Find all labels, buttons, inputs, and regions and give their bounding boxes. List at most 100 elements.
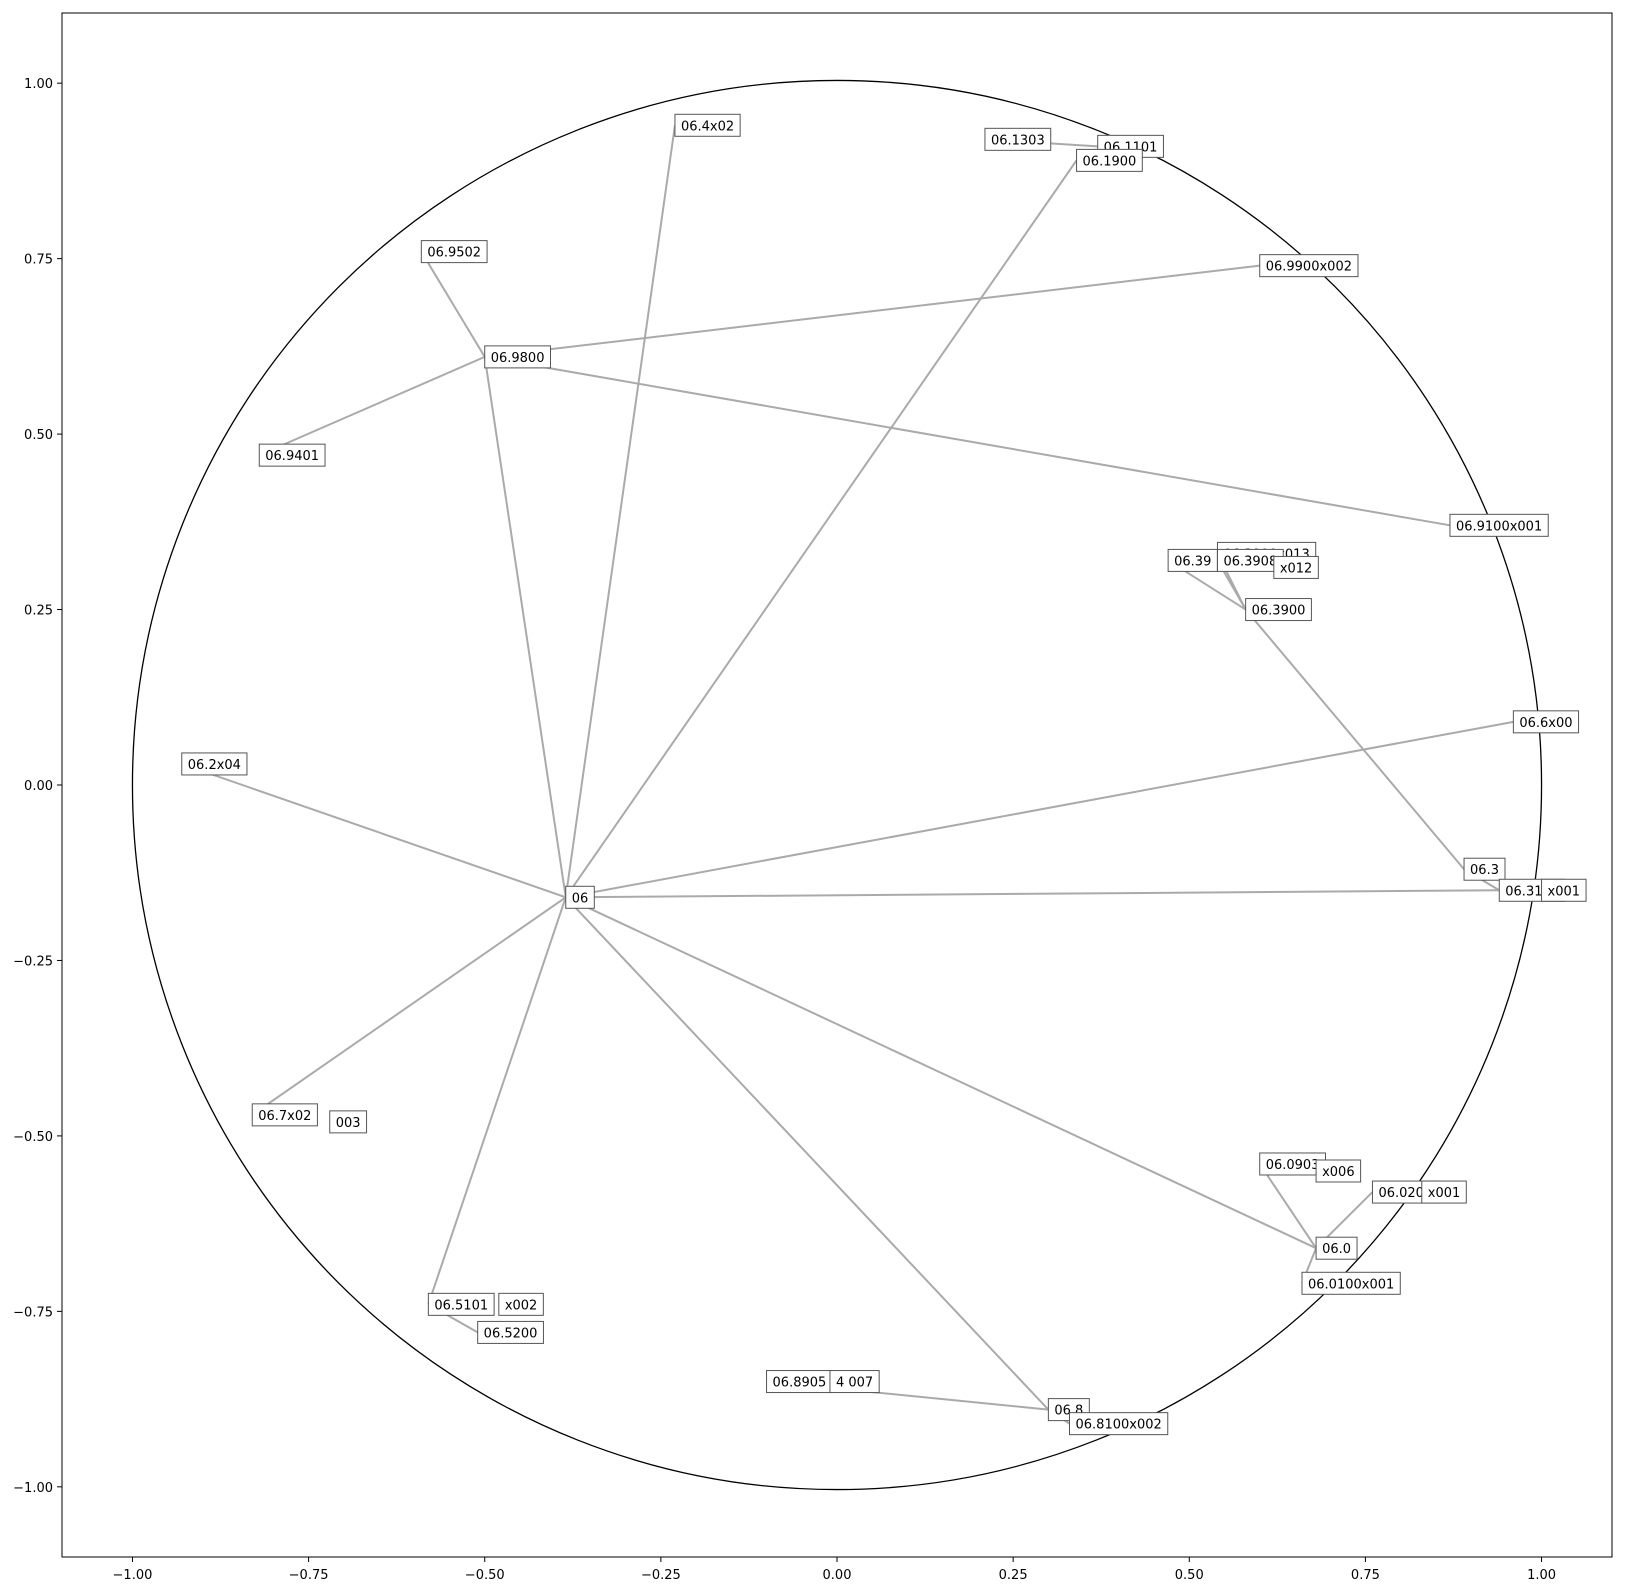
edge-line <box>427 896 567 1305</box>
edge-line <box>564 159 1078 898</box>
x-tick-label: −0.75 <box>289 1568 329 1583</box>
node-label: 06.2x04 <box>188 758 241 773</box>
node-box <box>1245 598 1312 622</box>
node-label: 06.6x00 <box>1519 716 1572 731</box>
node-label-box: 06.8100x002 <box>1069 1412 1169 1436</box>
node-label-box: 06.9900x002 <box>1259 254 1359 278</box>
node-label-box: 06.5101 <box>427 1292 495 1316</box>
node-box <box>1541 878 1587 902</box>
x-axis: −1.00 −0.75 −0.50 −0.25 0.00 0.25 0.50 0.75 1.00 <box>113 1557 1556 1583</box>
node-label: 06.7x02 <box>258 1109 311 1124</box>
node-box <box>1069 1412 1169 1436</box>
node-label-box: 06.2x04 <box>181 752 248 776</box>
node-label: 06.8100x002 <box>1076 1418 1162 1433</box>
unit-circle <box>131 79 1543 1491</box>
node-box <box>1421 1180 1467 1204</box>
node-label: 06 <box>572 891 589 906</box>
y-tick-label: −1.00 <box>13 1481 53 1496</box>
edge-line <box>565 896 1317 1250</box>
y-tick-label: 0.50 <box>24 428 53 443</box>
edge-line <box>564 125 676 898</box>
y-axis: 1.000.750.500.250.00−0.25−0.50−0.75−1.00 <box>13 77 62 1496</box>
node-box <box>1315 1236 1358 1260</box>
node-box <box>1512 710 1580 734</box>
node-label: 06.1900 <box>1083 154 1137 169</box>
node-label-box: x012 <box>1273 555 1319 579</box>
node-box <box>1167 548 1218 572</box>
node-box <box>258 443 326 467</box>
node-label: x001 <box>1428 1186 1461 1201</box>
y-tick-label: −0.75 <box>13 1305 53 1320</box>
node-box <box>427 1292 495 1316</box>
x-tick-label: −0.50 <box>465 1568 505 1583</box>
node-box <box>477 1320 544 1344</box>
node-box <box>1076 148 1143 172</box>
node-box <box>484 345 551 369</box>
edge-line <box>258 355 486 457</box>
x-tick-label: −0.25 <box>641 1568 681 1583</box>
edge-line <box>181 763 567 899</box>
node-label-box: 06.3 <box>1463 857 1506 881</box>
node-label: 06.9800 <box>491 351 545 366</box>
node-label-box: 06.5200 <box>477 1320 544 1344</box>
edge-line <box>1258 1163 1317 1249</box>
node-label-box: 06 <box>565 885 595 909</box>
node-box <box>420 240 488 264</box>
node-label: 06.39 <box>1174 554 1211 569</box>
node-label: 06.4x02 <box>681 119 734 134</box>
node-box <box>984 127 1052 151</box>
node-label: x006 <box>1322 1165 1355 1180</box>
node-label-box: x002 <box>498 1292 544 1316</box>
x-tick-label: 0.25 <box>999 1568 1028 1583</box>
node-label: x002 <box>505 1298 538 1313</box>
node-label: 06.9100x001 <box>1456 519 1542 534</box>
node-label: 06.0201 <box>1378 1186 1432 1201</box>
node-label-box: 06.9502 <box>420 240 488 264</box>
node-box <box>1315 1159 1362 1183</box>
x-tick-label: 0.00 <box>823 1568 852 1583</box>
node-label-box: 06.3908 <box>1216 548 1284 572</box>
node-label: 06.9401 <box>265 449 319 464</box>
x-tick-label: 0.50 <box>1175 1568 1204 1583</box>
edge-line <box>484 264 1260 358</box>
node-label: 06.0 <box>1322 1242 1351 1257</box>
node-box <box>829 1370 880 1394</box>
node-label-box: x006 <box>1315 1159 1362 1183</box>
x-tick-label: −1.00 <box>113 1568 153 1583</box>
node-label: 06.1303 <box>991 133 1045 148</box>
node-label-box: 06.8905 <box>766 1370 833 1394</box>
node-label: 06.0903 <box>1266 1158 1320 1173</box>
node-box <box>565 885 595 909</box>
node-label: 06.9900x002 <box>1266 260 1352 275</box>
node-label: 06.3 <box>1470 863 1499 878</box>
y-tick-label: 0.25 <box>24 604 53 619</box>
node-label-box: 003 <box>329 1110 368 1134</box>
node-label-box: 06.39 <box>1167 548 1218 572</box>
node-label-box: 06.9100x001 <box>1449 513 1549 537</box>
x-tick-label: 0.75 <box>1351 1568 1380 1583</box>
edges-layer <box>181 125 1514 1425</box>
y-tick-label: 1.00 <box>24 77 53 92</box>
node-label: 06.8905 <box>773 1376 827 1391</box>
y-tick-label: −0.25 <box>13 954 53 969</box>
node-label-box: 06.9800 <box>484 345 551 369</box>
node-label-box: x001 <box>1421 1180 1467 1204</box>
node-box <box>251 1103 318 1127</box>
y-tick-label: 0.75 <box>24 253 53 268</box>
node-box <box>1463 857 1506 881</box>
node-box <box>1273 555 1319 579</box>
edge-line <box>251 896 567 1116</box>
node-label-box: x001 <box>1541 878 1587 902</box>
node-box <box>1259 254 1359 278</box>
node-label: 06.9502 <box>427 246 481 261</box>
node-label-box: 06.0903 <box>1259 1152 1326 1176</box>
edge-line <box>420 251 486 358</box>
node-label: 4 007 <box>836 1376 873 1391</box>
x-tick-label: 1.00 <box>1527 1568 1556 1583</box>
node-label: 003 <box>336 1116 361 1131</box>
node-label: x012 <box>1280 561 1313 576</box>
node-label-box: 06.0 <box>1315 1236 1358 1260</box>
